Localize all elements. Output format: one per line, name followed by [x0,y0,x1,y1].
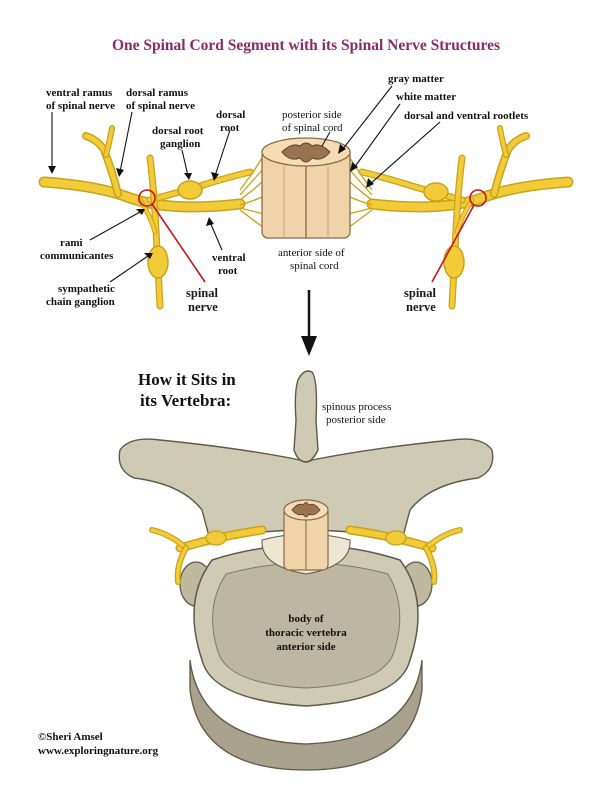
label-ventral-root-2: root [218,265,238,277]
label-rami-1: rami [60,237,83,249]
label-body-3: anterior side [276,641,335,653]
sympathetic-chain-ganglion-right [443,245,465,279]
label-anterior-1: anterior side of [278,247,345,259]
down-arrow-icon [301,290,317,356]
label-drg-2: ganglion [160,138,200,150]
label-spinal-nerve-left-1: spinal [186,286,218,300]
rootlets [239,157,373,229]
dorsal-root-ganglion [177,180,203,200]
label-ventral-root-1: ventral [212,252,246,264]
leader-lines [48,85,441,283]
label-spinous-2: posterior side [326,414,386,426]
nerve-trunk-right [358,125,574,310]
diagram-title: One Spinal Cord Segment with its Spinal … [112,37,500,54]
spinal-cord-segment [261,137,351,239]
label-body-2: thoracic vertebra [265,627,347,639]
label-sympathetic-2: chain ganglion [46,296,115,308]
label-posterior-2: of spinal cord [282,122,343,134]
label-dorsal-root-1: dorsal [216,109,245,121]
label-posterior-1: posterior side [282,109,342,121]
label-gray-matter: gray matter [388,73,444,85]
label-rami-2: communicantes [40,250,114,262]
vertebra-spinal-cord [283,499,329,571]
spinal-nerve-marker-right [469,189,487,207]
label-spinal-nerve-right-2: nerve [406,300,436,314]
sympathetic-chain-ganglion [147,245,169,279]
spinal-nerve-structures [38,125,574,310]
bottom-heading-1: How it Sits in [138,370,236,389]
credit-author: ©Sheri Amsel [38,731,103,743]
dorsal-root-ganglion-right [423,182,449,202]
label-drg-1: dorsal root [152,125,204,137]
label-anterior-2: spinal cord [290,260,339,272]
label-dorsal-ramus-1: dorsal ramus [126,87,189,99]
spinous-process [293,370,319,463]
label-spinal-nerve-right-1: spinal [404,286,436,300]
label-dorsal-ramus-2: of spinal nerve [126,100,195,112]
label-ventral-ramus-2: of spinal nerve [46,100,115,112]
label-spinous-1: spinous process [322,401,391,413]
label-white-matter: white matter [396,91,456,103]
vertebral-arch [118,438,494,541]
label-sympathetic-1: sympathetic [58,283,115,295]
label-spinal-nerve-left-2: nerve [188,300,218,314]
label-dorsal-root-2: root [220,122,240,134]
label-rootlets: dorsal and ventral rootlets [404,110,529,122]
bottom-heading-2: its Vertebra: [140,391,231,410]
gray-matter [281,142,331,163]
spinal-nerve-marker-left [138,189,156,207]
vertebra-nerves [149,525,463,585]
nerve-trunk-left [38,125,254,310]
label-ventral-ramus-1: ventral ramus [46,87,113,99]
label-body-1: body of [288,613,323,625]
credit-website: www.exploringnature.org [38,745,159,757]
